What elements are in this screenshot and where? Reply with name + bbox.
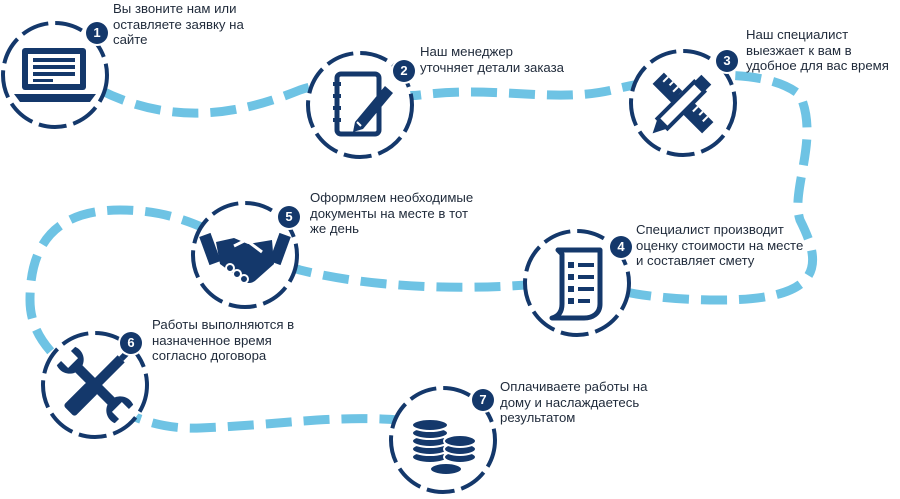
tools-icon bbox=[41, 331, 149, 439]
step-number-badge: 2 bbox=[393, 60, 415, 82]
step-5-text: Оформляем необходимые документы на месте… bbox=[310, 190, 474, 236]
step-6-text: Работы выполняются в назначенное время с… bbox=[152, 317, 295, 363]
step-number-badge: 4 bbox=[610, 236, 632, 258]
laptop-icon bbox=[1, 21, 109, 129]
step-3-text: Наш специалист выезжает к вам в удобное … bbox=[746, 27, 889, 73]
step-number-badge: 3 bbox=[716, 50, 738, 72]
step-7: 7 bbox=[388, 385, 498, 495]
step-6: 6 bbox=[40, 330, 150, 440]
step-7-text: Оплачиваете работы на дому и наслаждаете… bbox=[500, 379, 648, 425]
step-1-text: Вы звоните нам или оставляете заявку на … bbox=[113, 1, 244, 47]
step-1: 1 bbox=[0, 20, 110, 130]
step-4: 4 bbox=[522, 228, 632, 338]
step-number-badge: 1 bbox=[86, 22, 108, 44]
handshake-icon bbox=[191, 201, 299, 309]
step-number-badge: 7 bbox=[472, 389, 494, 411]
step-2: 2 bbox=[305, 50, 415, 160]
notepad-pencil-icon bbox=[306, 51, 414, 159]
step-number-badge: 5 bbox=[278, 206, 300, 228]
step-5: 5 bbox=[190, 200, 300, 310]
estimate-document-icon bbox=[523, 229, 631, 337]
step-2-text: Наш менеджер уточняет детали заказа bbox=[420, 44, 564, 75]
step-number-badge: 6 bbox=[120, 332, 142, 354]
coins-icon bbox=[389, 386, 497, 494]
step-4-text: Специалист производит оценку стоимости н… bbox=[636, 222, 804, 268]
ruler-pencil-icon bbox=[629, 49, 737, 157]
step-3: 3 bbox=[628, 48, 738, 158]
